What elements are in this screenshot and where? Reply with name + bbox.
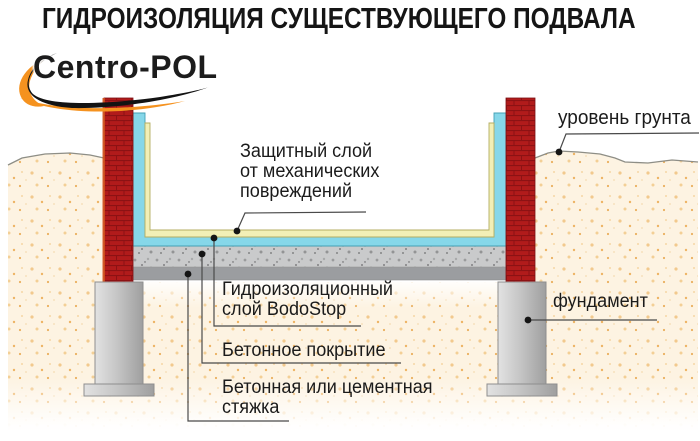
logo-swoosh-icon [19, 53, 210, 112]
ground-surface-line-left [7, 152, 105, 166]
leader-lines [187, 132, 700, 422]
foundation-pier-right [486, 281, 558, 397]
leader-dots [184, 148, 563, 324]
brick-wall-left [102, 97, 134, 283]
foundation-pier-left [83, 281, 155, 397]
logo-wordmark: Centro-POL [33, 49, 218, 85]
label-screed: Бетонная или цементная стяжка [222, 377, 433, 418]
protective-membrane [144, 122, 495, 238]
label-protective-layer: Защитный слой от механических повреждени… [240, 141, 380, 202]
label-concrete-cover: Бетонное покрытие [222, 340, 386, 361]
brick-wall-right [505, 97, 536, 283]
label-waterproofing-layer: Гидроизоляционный слой BodoStop [222, 279, 394, 320]
label-ground-level: уровень грунта [558, 107, 691, 129]
ground-surface-line-right [534, 150, 699, 164]
concrete-slab [132, 245, 507, 268]
page-title: ГИДРОИЗОЛЯЦИЯ СУЩЕСТВУЮЩЕГО ПОДВАЛА [42, 3, 636, 35]
label-foundation: фундамент [553, 291, 648, 312]
